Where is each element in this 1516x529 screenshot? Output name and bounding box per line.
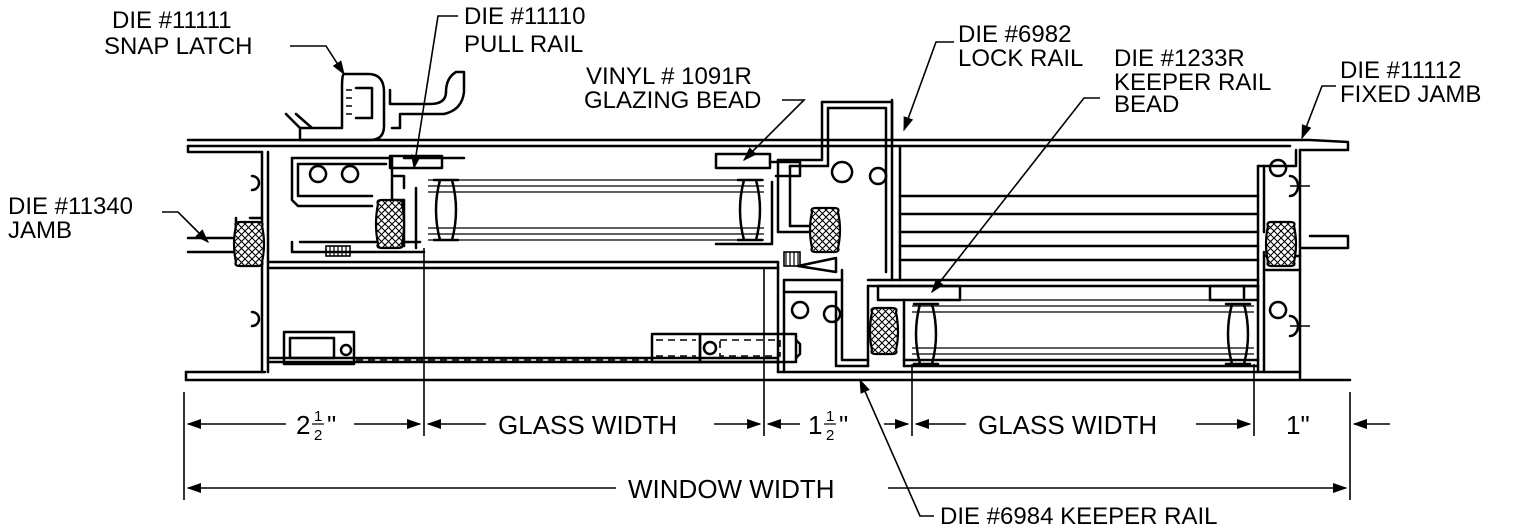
label-jamb-name: JAMB — [8, 217, 72, 244]
label-fixed-jamb-die: DIE #11112 — [1340, 57, 1461, 84]
dimension-labels: 2 1 2 " GLASS WIDTH 1 1 2 " GLASS WIDTH … — [296, 408, 1310, 504]
dim-2-half-den: 2 — [314, 427, 322, 444]
frame-profile — [184, 98, 1352, 382]
callout-labels: DIE #11111 SNAP LATCH DIE #11110 PULL RA… — [8, 3, 1481, 529]
label-keeper-rail: DIE #6984 KEEPER RAIL — [940, 503, 1217, 529]
label-snap-latch-die: DIE #11111 — [112, 7, 232, 34]
dim-glass-width-left: GLASS WIDTH — [498, 410, 677, 440]
label-lock-rail-die: DIE #6982 — [958, 21, 1071, 48]
dimension-lines — [183, 248, 1390, 500]
label-pull-rail-name: PULL RAIL — [464, 31, 583, 58]
dim-window-width: WINDOW WIDTH — [628, 474, 835, 504]
label-glazing-bead-name: GLAZING BEAD — [584, 87, 761, 114]
dim-glass-width-right: GLASS WIDTH — [978, 410, 1157, 440]
dim-one-inch: 1" — [1286, 410, 1310, 440]
snap-latch — [284, 70, 466, 142]
label-pull-rail-die: DIE #11110 — [464, 3, 585, 30]
label-keeper-bead-name2: BEAD — [1114, 91, 1179, 118]
label-keeper-bead-die: DIE #1233R — [1114, 45, 1245, 72]
dim-2-half-whole: 2 — [296, 410, 310, 440]
dim-2-half-num: 1 — [314, 408, 322, 425]
lock-hardware — [282, 330, 802, 366]
dim-1-half-inch: " — [839, 410, 848, 440]
label-fixed-jamb-name: FIXED JAMB — [1340, 81, 1481, 108]
label-keeper-bead-name1: KEEPER RAIL — [1114, 69, 1271, 96]
dim-2-half-inch: " — [327, 410, 336, 440]
glass-panels — [428, 152, 1254, 366]
dim-1-half-num: 1 — [826, 408, 834, 425]
dim-1-half-whole: 1 — [808, 410, 822, 440]
label-glazing-bead-vinyl: VINYL # 1091R — [586, 63, 752, 90]
leader-lines — [162, 15, 1336, 517]
label-snap-latch-name: SNAP LATCH — [104, 33, 253, 60]
weatherstrip-blocks — [232, 198, 1298, 356]
dim-1-half-den: 2 — [826, 427, 834, 444]
label-lock-rail-name: LOCK RAIL — [958, 45, 1083, 72]
label-jamb-die: DIE #11340 — [8, 193, 133, 220]
